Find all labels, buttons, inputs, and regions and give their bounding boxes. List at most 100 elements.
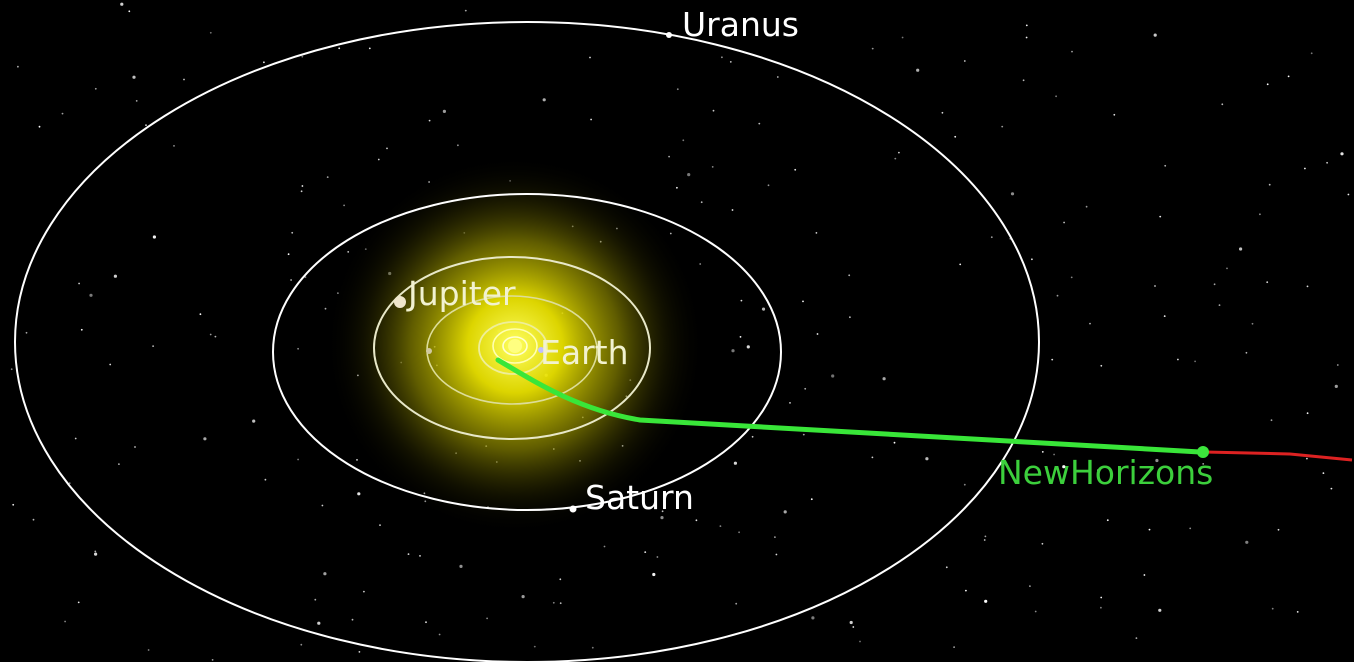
star [291, 231, 294, 234]
star [1259, 213, 1261, 216]
earth-label: Earth [540, 333, 629, 372]
star [660, 516, 664, 520]
star [1089, 322, 1091, 325]
star [848, 274, 851, 277]
star [32, 518, 35, 521]
star [1202, 463, 1205, 465]
star [109, 363, 112, 366]
star [925, 457, 929, 461]
star [74, 437, 77, 440]
star [721, 56, 723, 59]
star [301, 55, 304, 58]
star [1143, 574, 1146, 576]
star [368, 47, 371, 50]
star [1158, 608, 1162, 612]
star [559, 578, 562, 581]
star [1326, 161, 1328, 164]
star [767, 184, 770, 187]
star [1310, 52, 1313, 55]
star [1041, 451, 1044, 453]
star [871, 47, 874, 50]
earth-orbit [478, 321, 548, 375]
star [357, 492, 361, 496]
star [183, 78, 185, 81]
star [652, 572, 656, 577]
star [64, 620, 66, 623]
star [590, 118, 592, 121]
star [459, 564, 463, 569]
star [1266, 83, 1269, 86]
star [1097, 469, 1099, 471]
star [1218, 304, 1221, 306]
star [731, 209, 734, 211]
star [1025, 36, 1028, 39]
star [1340, 152, 1344, 156]
mars-marker [426, 348, 432, 354]
star [120, 2, 124, 6]
star [1154, 285, 1156, 287]
star [1135, 637, 1138, 639]
star [113, 274, 117, 278]
star [712, 109, 715, 112]
star [1010, 192, 1015, 196]
star [699, 263, 702, 265]
star [589, 56, 591, 59]
saturn-orbit [272, 193, 782, 511]
star [1053, 453, 1055, 456]
star [321, 504, 324, 507]
star [1085, 205, 1088, 208]
star [209, 31, 212, 34]
star [300, 643, 303, 646]
star [1029, 585, 1031, 587]
star [682, 139, 685, 142]
star [959, 263, 962, 266]
earth-marker [538, 347, 544, 353]
star [893, 441, 896, 444]
star [78, 282, 80, 285]
star [300, 190, 303, 193]
star [719, 525, 722, 527]
star [849, 620, 853, 625]
star [1041, 542, 1044, 545]
star [552, 601, 555, 604]
star [733, 461, 738, 465]
star [1153, 33, 1157, 37]
star [802, 433, 805, 436]
star [343, 204, 345, 207]
star [1336, 364, 1339, 366]
star [644, 551, 647, 553]
star [559, 602, 562, 605]
star [1051, 358, 1054, 361]
star [676, 186, 678, 189]
star [203, 437, 207, 441]
star [209, 333, 212, 336]
star [1163, 315, 1166, 317]
star [739, 336, 742, 338]
star [729, 61, 732, 63]
star [1100, 606, 1102, 609]
star [984, 535, 987, 538]
star [802, 300, 804, 303]
star [442, 109, 446, 113]
star [351, 618, 354, 621]
star [776, 76, 779, 78]
star [1148, 528, 1151, 531]
star [1100, 364, 1103, 367]
star [252, 419, 256, 423]
star [882, 377, 886, 381]
star [89, 293, 93, 297]
star [438, 633, 441, 636]
star [859, 640, 861, 643]
star [774, 536, 776, 538]
star [68, 482, 71, 485]
uranus-label: Uranus [682, 5, 799, 44]
star [1001, 125, 1004, 128]
star [831, 374, 835, 378]
star [941, 111, 944, 114]
star [25, 331, 28, 334]
star [1213, 283, 1216, 286]
star [963, 483, 966, 486]
star [984, 599, 988, 603]
star [128, 10, 131, 13]
star [118, 463, 120, 465]
